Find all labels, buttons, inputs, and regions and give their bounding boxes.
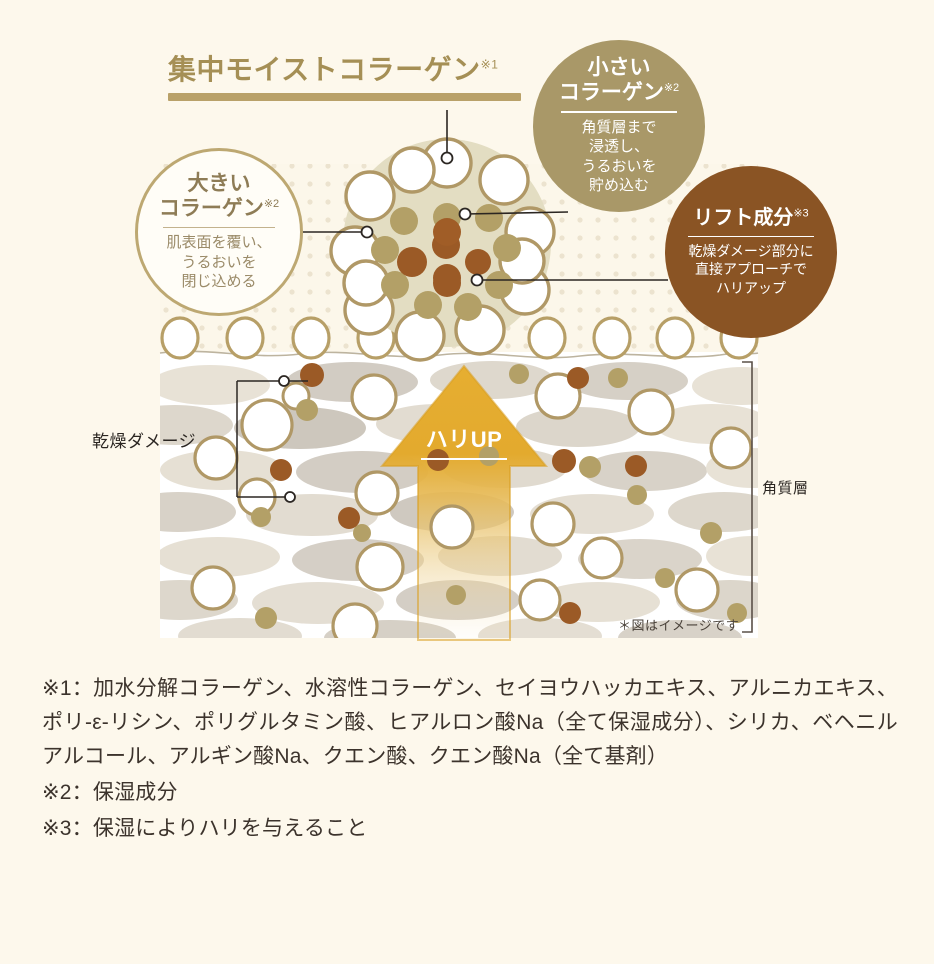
footnote-2: ※2：保湿成分 bbox=[42, 781, 178, 805]
footnote-3: ※3：保湿によりハリを与えること bbox=[42, 817, 368, 841]
label-image-disclaimer: ＊図はイメージです bbox=[618, 618, 740, 633]
callout-divider bbox=[688, 235, 814, 238]
magnifier-circle bbox=[329, 137, 556, 362]
skin-particles bbox=[190, 363, 753, 638]
callout-small-collagen-body: 角質層まで 浸透し、 うるおいを 貯め込む bbox=[581, 118, 657, 195]
title-underline bbox=[168, 92, 521, 101]
label-dryness-damage: 乾燥ダメージ bbox=[92, 432, 197, 451]
callout-big-collagen-heading: 大きい コラーゲン※2 bbox=[158, 172, 280, 220]
damage-bracket bbox=[236, 380, 308, 498]
layer-bracket bbox=[742, 361, 753, 633]
damage-endpoints bbox=[278, 375, 296, 503]
page-title: 集中モイストコラーゲン※1 bbox=[168, 54, 528, 101]
surface-collagen-rings bbox=[160, 316, 759, 360]
connector-lines bbox=[303, 110, 668, 281]
callout-small-collagen: 小さい コラーゲン※2 角質層まで 浸透し、 うるおいを 貯め込む bbox=[533, 40, 705, 212]
callout-big-collagen: 大きい コラーゲン※2 肌表面を覆い、 うるおいを 閉じ込める bbox=[135, 148, 303, 316]
callout-divider bbox=[163, 226, 275, 229]
label-stratum-corneum: 角質層 bbox=[762, 480, 809, 497]
page-title-text: 集中モイストコラーゲン bbox=[168, 54, 481, 85]
callout-lift-ingredient-heading: リフト成分※3 bbox=[693, 207, 809, 230]
lift-arrow bbox=[379, 364, 549, 641]
callout-small-collagen-heading: 小さい コラーゲン※2 bbox=[558, 56, 680, 105]
callout-big-collagen-body: 肌表面を覆い、 うるおいを 閉じ込める bbox=[166, 234, 272, 291]
callout-divider bbox=[561, 111, 677, 113]
page-title-sup: ※1 bbox=[480, 57, 499, 72]
connector-endpoints bbox=[360, 151, 484, 287]
callout-lift-ingredient-body: 乾燥ダメージ部分に 直接アプローチで ハリアップ bbox=[688, 243, 814, 296]
footnotes: ※1：加水分解コラーゲン、水溶性コラーゲン、セイヨウハッカエキス、アルニカエキス… bbox=[42, 672, 898, 848]
callout-lift-ingredient: リフト成分※3 乾燥ダメージ部分に 直接アプローチで ハリアップ bbox=[665, 166, 837, 338]
footnote-1: ※1：加水分解コラーゲン、水溶性コラーゲン、セイヨウハッカエキス、アルニカエキス… bbox=[42, 677, 898, 769]
